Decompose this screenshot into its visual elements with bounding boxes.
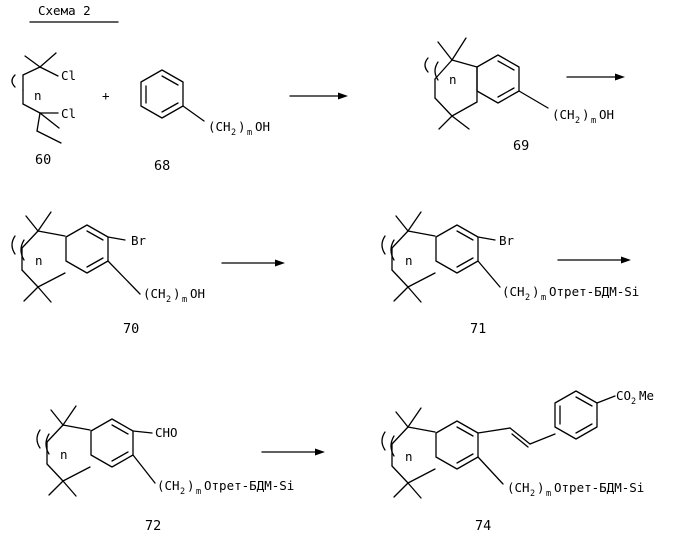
label-n-70: n: [35, 253, 43, 268]
substituent-68-oh: OH: [255, 119, 270, 134]
substituent-71-subm: m: [541, 293, 546, 303]
substituent-68-sub2: 2: [231, 128, 236, 138]
label-cho-72: CHO: [155, 425, 178, 440]
substituent-72-sub2: 2: [180, 487, 185, 497]
substituent-71-sub2: 2: [525, 293, 530, 303]
substituent-71-close: ): [532, 284, 540, 299]
substituent-72-open: (CH: [157, 478, 180, 493]
substituent-71-open: (CH: [502, 284, 525, 299]
compound-72-structure: [37, 406, 155, 496]
substituent-68-subm: m: [247, 128, 252, 138]
substituent-68-open: (CH: [208, 119, 231, 134]
substituent-71-otbdms: Oтрет-БДМ-Si: [549, 284, 639, 299]
reaction-arrow-3: [222, 260, 285, 267]
compound-69-structure: [425, 38, 548, 129]
reaction-arrow-4: [558, 257, 631, 264]
label-n: n: [34, 88, 42, 103]
label-br-71: Br: [499, 233, 515, 248]
substituent-70-close: ): [173, 286, 181, 301]
reaction-arrow-1: [290, 93, 348, 100]
compound-number-74: 74: [475, 518, 491, 534]
label-br-70: Br: [131, 233, 147, 248]
substituent-72-subm: m: [196, 487, 201, 497]
label-cl-top: Cl: [61, 68, 76, 83]
substituent-70-subm: m: [182, 295, 187, 305]
compound-number-71: 71: [470, 321, 486, 337]
reaction-arrow-5: [262, 449, 325, 456]
substituent-70-oh: OH: [190, 286, 205, 301]
plus-sign: +: [102, 88, 110, 103]
compound-number-60: 60: [35, 152, 51, 168]
reaction-arrow-2: [567, 74, 625, 81]
substituent-69-sub2: 2: [575, 116, 580, 126]
substituent-70-sub2: 2: [166, 295, 171, 305]
compound-number-68: 68: [154, 158, 170, 174]
label-n-71: n: [405, 253, 413, 268]
label-co2me-me: Me: [639, 388, 654, 403]
substituent-74-subm: m: [546, 489, 551, 499]
label-n-69: n: [449, 72, 457, 87]
label-co2me-sub2: 2: [631, 397, 636, 407]
substituent-68-close: ): [238, 119, 246, 134]
substituent-70-open: (CH: [143, 286, 166, 301]
label-n-72: n: [60, 447, 68, 462]
substituent-74-sub2: 2: [530, 489, 535, 499]
substituent-74-open: (CH: [507, 480, 530, 495]
scheme-title: Схема 2: [38, 3, 91, 18]
substituent-69-oh: OH: [599, 107, 614, 122]
substituent-69-open: (CH: [552, 107, 575, 122]
compound-number-69: 69: [513, 138, 529, 154]
substituent-74-otbdms: Oтрет-БДМ-Si: [554, 480, 644, 495]
compound-number-72: 72: [145, 518, 161, 534]
substituent-69-subm: m: [591, 116, 596, 126]
label-n-74: n: [405, 449, 413, 464]
compound-number-70: 70: [123, 321, 139, 337]
label-co2me-co: CO: [616, 388, 631, 403]
label-cl-bottom: Cl: [61, 106, 76, 121]
substituent-72-otbdms: Oтрет-БДМ-Si: [204, 478, 294, 493]
substituent-74-close: ): [537, 480, 545, 495]
compound-68-structure: [141, 70, 204, 121]
compound-71-structure: [382, 212, 500, 302]
compound-70-structure: [12, 212, 140, 302]
substituent-72-close: ): [187, 478, 195, 493]
substituent-69-close: ): [582, 107, 590, 122]
